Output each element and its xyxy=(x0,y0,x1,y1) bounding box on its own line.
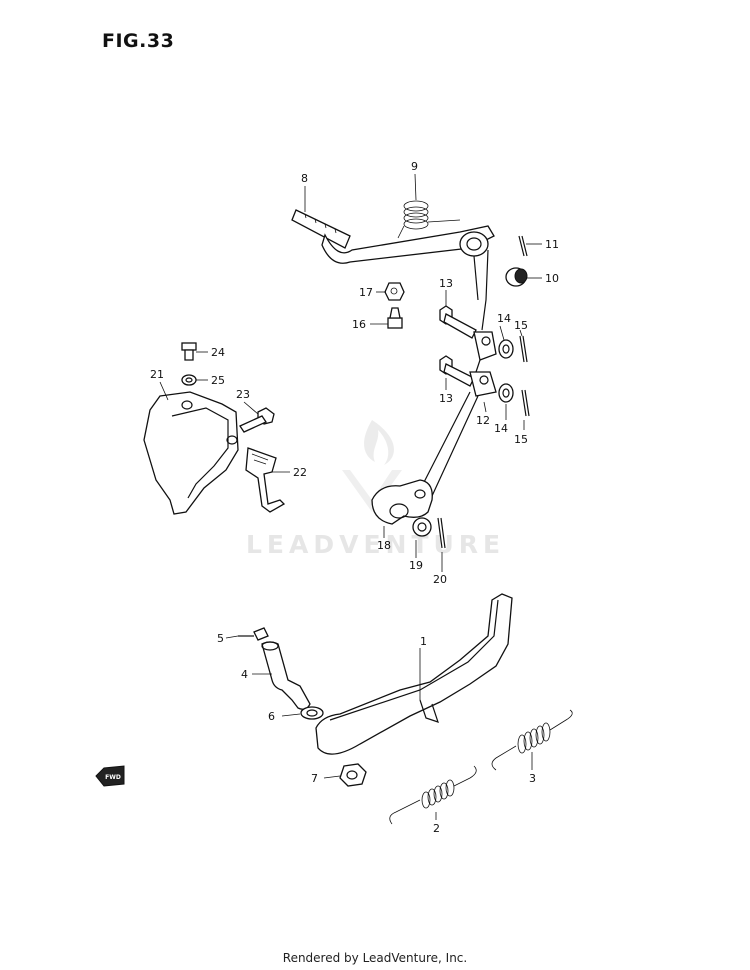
link-plate-12 xyxy=(469,331,497,397)
callout-5: 5 xyxy=(217,632,224,645)
callout-19: 19 xyxy=(409,559,423,572)
callout-11: 11 xyxy=(545,238,559,251)
callout-13-upper: 13 xyxy=(439,277,453,290)
callout-1: 1 xyxy=(420,635,427,648)
bolt-23 xyxy=(239,407,275,433)
callout-25: 25 xyxy=(211,374,225,387)
forward-direction-badge: FWD xyxy=(95,765,125,787)
spring-2 xyxy=(389,765,477,825)
cotter-pin-15 xyxy=(519,335,530,417)
watermark-text: LEADVENTURE xyxy=(246,530,506,559)
fwd-label: FWD xyxy=(105,774,121,781)
callout-12: 12 xyxy=(476,414,490,427)
watermark-logo xyxy=(342,420,402,512)
pivot-shaft-4 xyxy=(261,641,311,710)
callout-14-upper: 14 xyxy=(497,312,511,325)
nut-7 xyxy=(339,763,367,787)
spring-3 xyxy=(491,709,573,771)
cap-10 xyxy=(505,267,528,287)
bolt-24 xyxy=(181,342,197,361)
bracket-21 xyxy=(143,391,239,515)
callout-6: 6 xyxy=(268,710,275,723)
callout-21: 21 xyxy=(150,368,164,381)
callout-16: 16 xyxy=(352,318,366,331)
washer-14-upper xyxy=(498,339,514,359)
washer-19 xyxy=(412,517,432,537)
brake-lever-18 xyxy=(371,479,433,525)
nut-17 xyxy=(384,282,405,301)
cotter-pin-11 xyxy=(518,235,528,257)
callout-7: 7 xyxy=(311,772,318,785)
callout-20: 20 xyxy=(433,573,447,586)
brake-rod xyxy=(419,391,479,497)
callout-2: 2 xyxy=(433,822,440,835)
cotter-pin-20 xyxy=(437,517,446,549)
switch-plate-22 xyxy=(245,447,286,513)
side-stand-1 xyxy=(315,593,513,755)
callout-23: 23 xyxy=(236,388,250,401)
part-number-labels: 1 2 3 4 5 6 7 8 9 10 11 12 13 13 14 14 1… xyxy=(150,160,559,835)
callout-8: 8 xyxy=(301,172,308,185)
washer-6 xyxy=(300,706,324,720)
washer-25 xyxy=(181,374,197,386)
callout-24: 24 xyxy=(211,346,225,359)
washer-14-lower xyxy=(498,383,514,403)
bolt-16 xyxy=(387,307,403,329)
callout-17: 17 xyxy=(359,286,373,299)
brake-pedal-upper xyxy=(291,200,495,331)
callout-22: 22 xyxy=(293,466,307,479)
callout-4: 4 xyxy=(241,668,248,681)
callout-9: 9 xyxy=(411,160,418,173)
callout-18: 18 xyxy=(377,539,391,552)
figure-title: FIG.33 xyxy=(102,30,175,52)
bolt-13-upper xyxy=(439,305,477,339)
bolt-5 xyxy=(238,627,269,641)
callout-15-upper: 15 xyxy=(514,319,528,332)
callout-15-lower: 15 xyxy=(514,433,528,446)
bolt-13-lower xyxy=(439,355,475,387)
callout-14-lower: 14 xyxy=(494,422,508,435)
leader-lines xyxy=(159,173,542,820)
callout-3: 3 xyxy=(529,772,536,785)
callout-10: 10 xyxy=(545,272,559,285)
callout-13-lower: 13 xyxy=(439,392,453,405)
footer-credit: Rendered by LeadVenture, Inc. xyxy=(282,951,468,965)
